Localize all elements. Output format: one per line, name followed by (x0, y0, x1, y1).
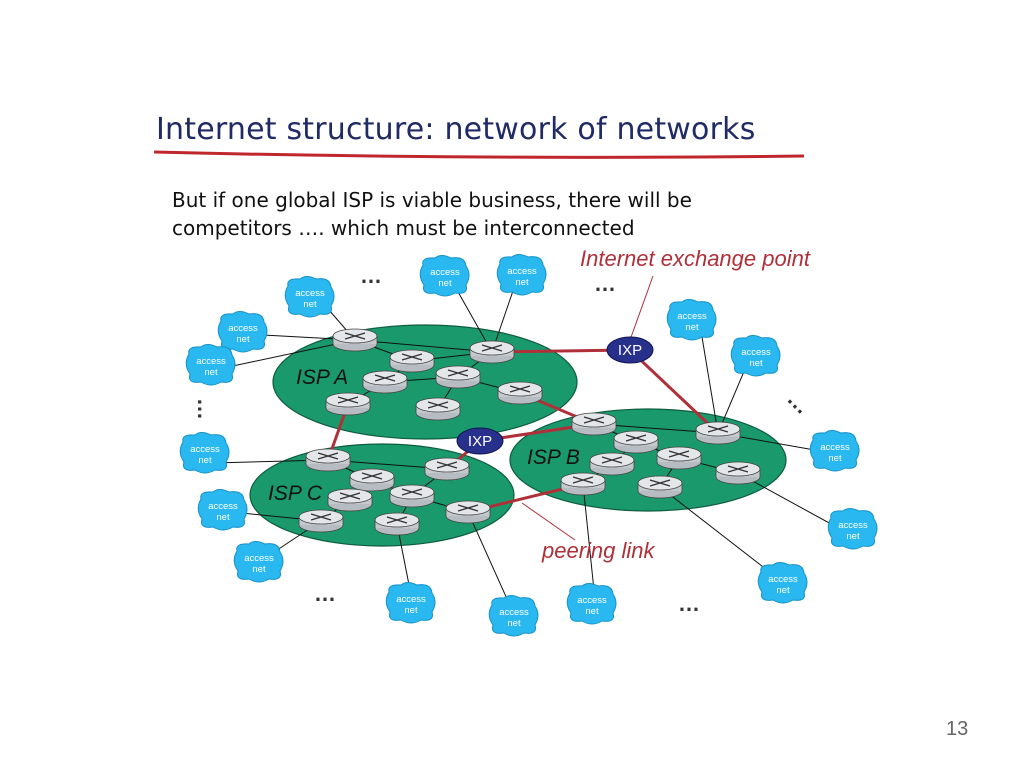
router (715, 461, 761, 485)
access-net-cloud: access net (488, 595, 539, 637)
page-number: 13 (946, 718, 969, 740)
access-net-cloud: access net (185, 344, 236, 386)
ellipsis-dots: … (782, 386, 815, 419)
access-net-cloud: access net (217, 311, 268, 353)
ixp-label: IXP (468, 433, 492, 450)
router (469, 340, 515, 364)
svg-text:net: net (828, 453, 842, 464)
svg-text:access: access (741, 347, 771, 358)
svg-text:access: access (295, 288, 325, 299)
peering-link-annotation: peering link (541, 538, 656, 563)
svg-text:net: net (216, 512, 230, 523)
access-net-cloud: access net (197, 489, 248, 531)
ixp-node-middle: IXP (456, 427, 504, 455)
router (695, 421, 741, 445)
router (349, 468, 395, 492)
router (298, 509, 344, 533)
isp-c-label: ISP C (268, 482, 323, 505)
router (389, 349, 435, 373)
svg-text:access: access (838, 520, 868, 531)
router (613, 430, 659, 454)
svg-text:net: net (507, 618, 521, 629)
access-net-cloud: access net (757, 562, 808, 604)
ixp-node-top: IXP (606, 336, 654, 364)
access-net-cloud: access net (566, 583, 617, 625)
isp-a-label: ISP A (296, 366, 348, 389)
svg-text:access: access (499, 607, 529, 618)
router (327, 488, 373, 512)
router (560, 472, 606, 496)
slide-title: Internet structure: network of networks (156, 112, 756, 147)
access-net-cloud: access net (385, 582, 436, 624)
router (571, 412, 617, 436)
slide-subtitle: But if one global ISP is viable business… (172, 186, 692, 242)
access-net-cloud: access net (827, 508, 878, 550)
router (305, 448, 351, 472)
svg-text:net: net (585, 606, 599, 617)
router (424, 457, 470, 481)
svg-text:net: net (749, 358, 763, 369)
ellipsis-dots: … (193, 398, 218, 420)
svg-text:access: access (507, 266, 537, 277)
access-net-cloud: access net (419, 255, 470, 297)
access-net-cloud: access net (730, 335, 781, 377)
router (445, 500, 491, 524)
ellipsis-dots: … (360, 263, 382, 288)
router (589, 452, 635, 476)
svg-text:net: net (685, 322, 699, 333)
peering-pointer-line (521, 502, 576, 541)
ellipsis-dots: … (594, 271, 616, 296)
svg-text:net: net (776, 585, 790, 596)
svg-text:access: access (768, 574, 798, 585)
svg-text:net: net (252, 564, 266, 575)
subtitle-line-1: But if one global ISP is viable business… (172, 188, 692, 212)
router (656, 446, 702, 470)
access-net-cloud: access net (179, 432, 230, 474)
ixp-annotation: Internet exchange point (580, 246, 811, 271)
ixp-pointer-line (629, 275, 654, 341)
svg-text:net: net (303, 299, 317, 310)
svg-text:access: access (208, 501, 238, 512)
svg-text:access: access (677, 311, 707, 322)
svg-text:access: access (820, 442, 850, 453)
svg-text:net: net (438, 278, 452, 289)
router (497, 381, 543, 405)
svg-text:access: access (228, 323, 258, 334)
router (415, 397, 461, 421)
svg-text:net: net (236, 334, 250, 345)
router (374, 512, 420, 536)
svg-text:access: access (190, 444, 220, 455)
svg-text:access: access (396, 594, 426, 605)
svg-text:net: net (198, 455, 212, 466)
router (332, 328, 378, 352)
router (325, 392, 371, 416)
ellipsis-dots: … (314, 581, 336, 606)
svg-text:access: access (430, 267, 460, 278)
router (637, 475, 683, 499)
svg-text:access: access (577, 595, 607, 606)
access-net-cloud: access net (809, 430, 860, 472)
access-net-cloud: access net (284, 276, 335, 318)
access-net-cloud: access net (666, 299, 717, 341)
ellipsis-dots: … (678, 591, 700, 616)
router (435, 365, 481, 389)
svg-text:access: access (244, 553, 274, 564)
access-net-cloud: access net (496, 254, 547, 296)
svg-text:net: net (404, 605, 418, 616)
svg-text:net: net (846, 531, 860, 542)
subtitle-line-2: competitors …. which must be interconnec… (172, 216, 635, 240)
svg-text:net: net (204, 367, 218, 378)
title-underline (153, 150, 805, 159)
router (362, 370, 408, 394)
access-net-cloud: access net (233, 541, 284, 583)
isp-b-label: ISP B (527, 446, 580, 469)
router (389, 484, 435, 508)
ixp-label: IXP (618, 342, 642, 359)
svg-text:access: access (196, 356, 226, 367)
svg-text:net: net (515, 277, 529, 288)
